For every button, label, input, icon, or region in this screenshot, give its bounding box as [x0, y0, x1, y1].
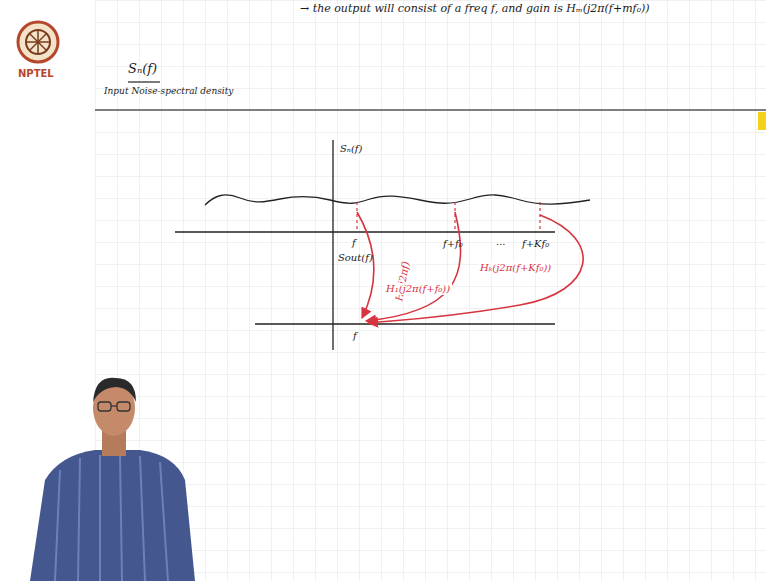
frequency-label: f	[352, 237, 356, 249]
page-marker	[758, 112, 766, 130]
transfer-label: Hₖ(j2π(f+Kf₀))	[478, 262, 553, 274]
axis-label: Sout(f)	[338, 252, 373, 264]
underline	[128, 81, 160, 82]
presenter-figure	[30, 378, 195, 581]
frequency-ticks	[357, 202, 540, 232]
caption-note: Input Noise-spectral density	[104, 86, 233, 96]
section-rule	[95, 109, 766, 111]
axis-label: Sₙ(f)	[340, 143, 362, 155]
gain-arrows	[357, 212, 583, 323]
symbol-label: Sₙ(f)	[128, 62, 157, 77]
nptel-logo	[18, 22, 58, 62]
frequency-label: f+f₀	[443, 238, 463, 250]
logo-text: NPTEL	[18, 68, 54, 80]
ellipsis: ...	[496, 236, 506, 248]
transfer-label: H₁(j2π(f+f₀))	[384, 283, 452, 295]
frequency-label: f+Kf₀	[522, 238, 549, 250]
grid-paper	[95, 0, 766, 581]
noise-spectrum-curve	[205, 195, 590, 205]
axes	[175, 140, 555, 350]
note-text: → the output will consist of a freq f, a…	[300, 3, 650, 16]
frequency-label: f	[353, 330, 357, 342]
